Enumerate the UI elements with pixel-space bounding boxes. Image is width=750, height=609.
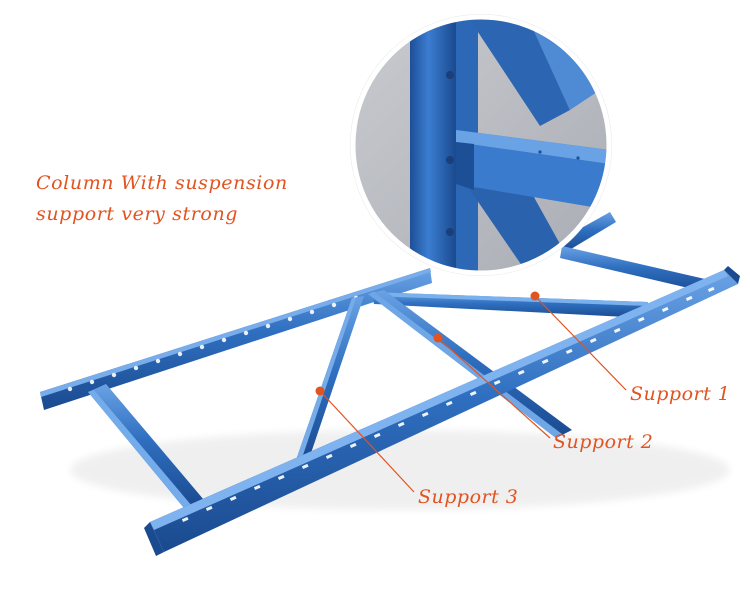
back-column	[40, 268, 432, 410]
right-back-rail	[560, 212, 718, 294]
callout-line-2	[437, 337, 551, 439]
callout-dot-2	[433, 333, 443, 343]
callout-dot-1	[530, 291, 540, 301]
front-column-holes	[181, 286, 715, 523]
support-2-brace	[368, 290, 572, 438]
callout-lines	[319, 295, 627, 493]
front-column	[144, 266, 740, 556]
support-1-label: Support 1	[630, 383, 731, 405]
support-1-brace	[372, 292, 648, 318]
support-3-label: Support 3	[418, 486, 519, 508]
headline-line-2: support very strong	[36, 203, 239, 225]
callout-line-3	[319, 390, 415, 493]
headline-line-1: Column With suspension	[36, 172, 288, 194]
back-column-holes	[67, 295, 359, 392]
headline: Column With suspension support very stro…	[36, 168, 288, 230]
support-3-brace	[294, 296, 364, 466]
callout-dot-3	[315, 386, 325, 396]
support-2-label: Support 2	[553, 431, 654, 453]
zoom-detail	[350, 14, 612, 276]
left-cross-member	[88, 384, 204, 508]
callout-line-1	[534, 295, 627, 391]
callout-dots	[315, 291, 540, 396]
